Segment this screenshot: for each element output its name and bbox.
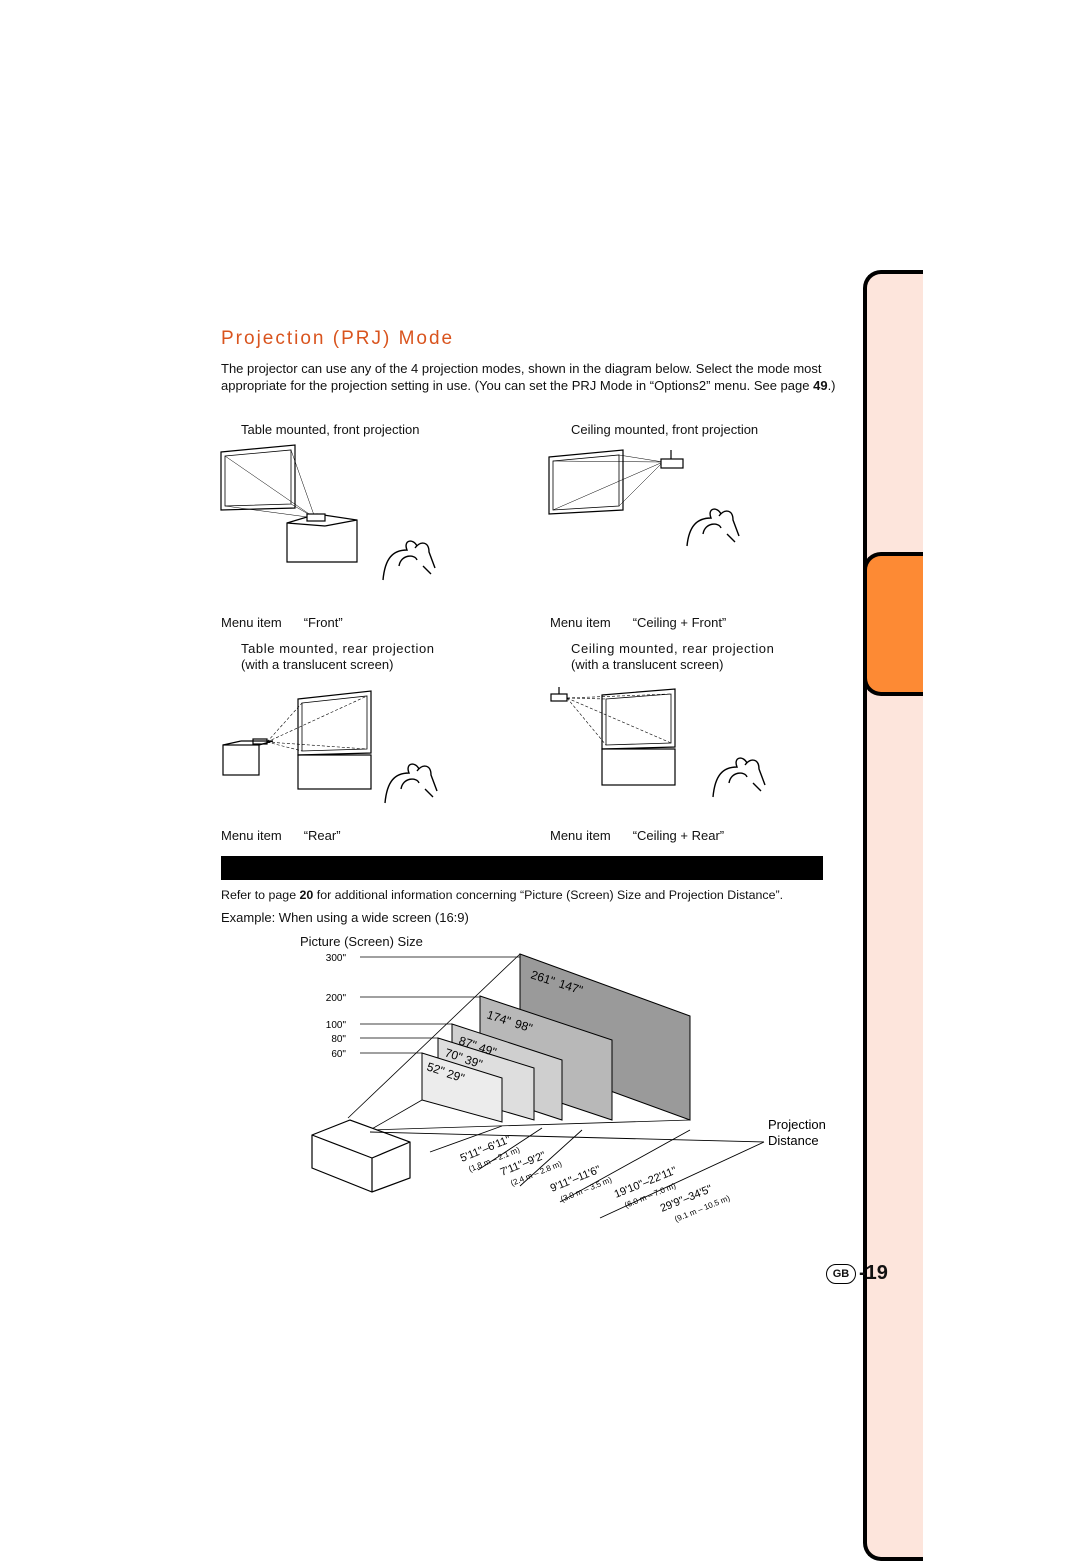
dim-80-w: 70"	[443, 1046, 464, 1065]
dim-60-h: 29"	[445, 1067, 466, 1086]
distance-label-1: Projection	[768, 1117, 826, 1132]
page-number: GB-19	[826, 1262, 888, 1285]
dim-60-w: 52"	[425, 1060, 446, 1079]
menu-item-label: Menu item	[221, 615, 282, 630]
menu-item-value: “Ceiling + Rear”	[632, 828, 725, 843]
dim-100-h: 49"	[477, 1041, 498, 1060]
ceiling-rear-projection-illustration	[550, 687, 766, 798]
menu-item-label: Menu item	[550, 828, 611, 843]
size-100: 100"	[326, 1020, 347, 1031]
mode-caption-rear-sub: (with a translucent screen)	[241, 657, 394, 672]
mode-caption-front: Table mounted, front projection	[241, 422, 420, 437]
section-bar	[221, 856, 823, 880]
example-line: Example: When using a wide screen (16:9)	[221, 910, 469, 925]
menu-item-ceiling-rear: Menu item “Ceiling + Rear”	[550, 828, 724, 843]
menu-item-label: Menu item	[550, 615, 611, 630]
mode-caption-rear: Table mounted, rear projection	[241, 641, 435, 656]
screen-size-diagram: Picture (Screen) Size 300" 200" 100" 80"…	[300, 934, 826, 1224]
dim-200-h: 98"	[513, 1017, 534, 1036]
menu-item-rear: Menu item “Rear”	[221, 828, 341, 843]
mode-caption-ceiling-rear-sub: (with a translucent screen)	[571, 657, 724, 672]
projector-shape	[311, 1119, 411, 1193]
front-projection-illustration	[220, 444, 436, 581]
rear-projection-illustration	[222, 690, 438, 804]
side-tab	[863, 270, 923, 1561]
intro-page-ref: 49	[813, 378, 828, 393]
mode-caption-ceiling-rear: Ceiling mounted, rear projection	[571, 641, 775, 656]
reference-page-ref: 20	[299, 888, 314, 902]
size-300: 300"	[326, 953, 347, 964]
distance-label-2: Distance	[768, 1133, 819, 1148]
dim-100-w: 87"	[457, 1034, 478, 1053]
size-200: 200"	[326, 993, 347, 1004]
size-60: 60"	[331, 1049, 346, 1060]
dim-80-h: 39"	[463, 1053, 484, 1072]
menu-item-label: Menu item	[221, 828, 282, 843]
intro-text-end: .)	[827, 378, 836, 393]
gb-badge: GB	[826, 1263, 856, 1284]
reference-text-end: for additional information concerning “P…	[313, 888, 784, 902]
intro-text: The projector can use any of the 4 proje…	[221, 361, 822, 393]
menu-item-value: “Rear”	[303, 828, 341, 843]
side-tab-active	[863, 552, 923, 696]
menu-item-value: “Ceiling + Front”	[632, 615, 727, 630]
menu-item-front: Menu item “Front”	[221, 615, 343, 630]
menu-item-ceiling-front: Menu item “Ceiling + Front”	[550, 615, 726, 630]
size-80: 80"	[331, 1034, 346, 1045]
reference-note: Refer to page 20 for additional informat…	[221, 888, 871, 902]
page-number-text: -19	[859, 1262, 888, 1284]
reference-text: Refer to page	[221, 888, 300, 902]
screen-60	[421, 1052, 503, 1123]
mode-caption-ceiling-front: Ceiling mounted, front projection	[571, 422, 759, 437]
ceiling-front-projection-illustration	[548, 449, 740, 547]
menu-item-value: “Front”	[303, 615, 343, 630]
intro-paragraph: The projector can use any of the 4 proje…	[221, 360, 861, 394]
size-label: Picture (Screen) Size	[300, 934, 423, 949]
page-title: Projection (PRJ) Mode	[221, 328, 455, 349]
